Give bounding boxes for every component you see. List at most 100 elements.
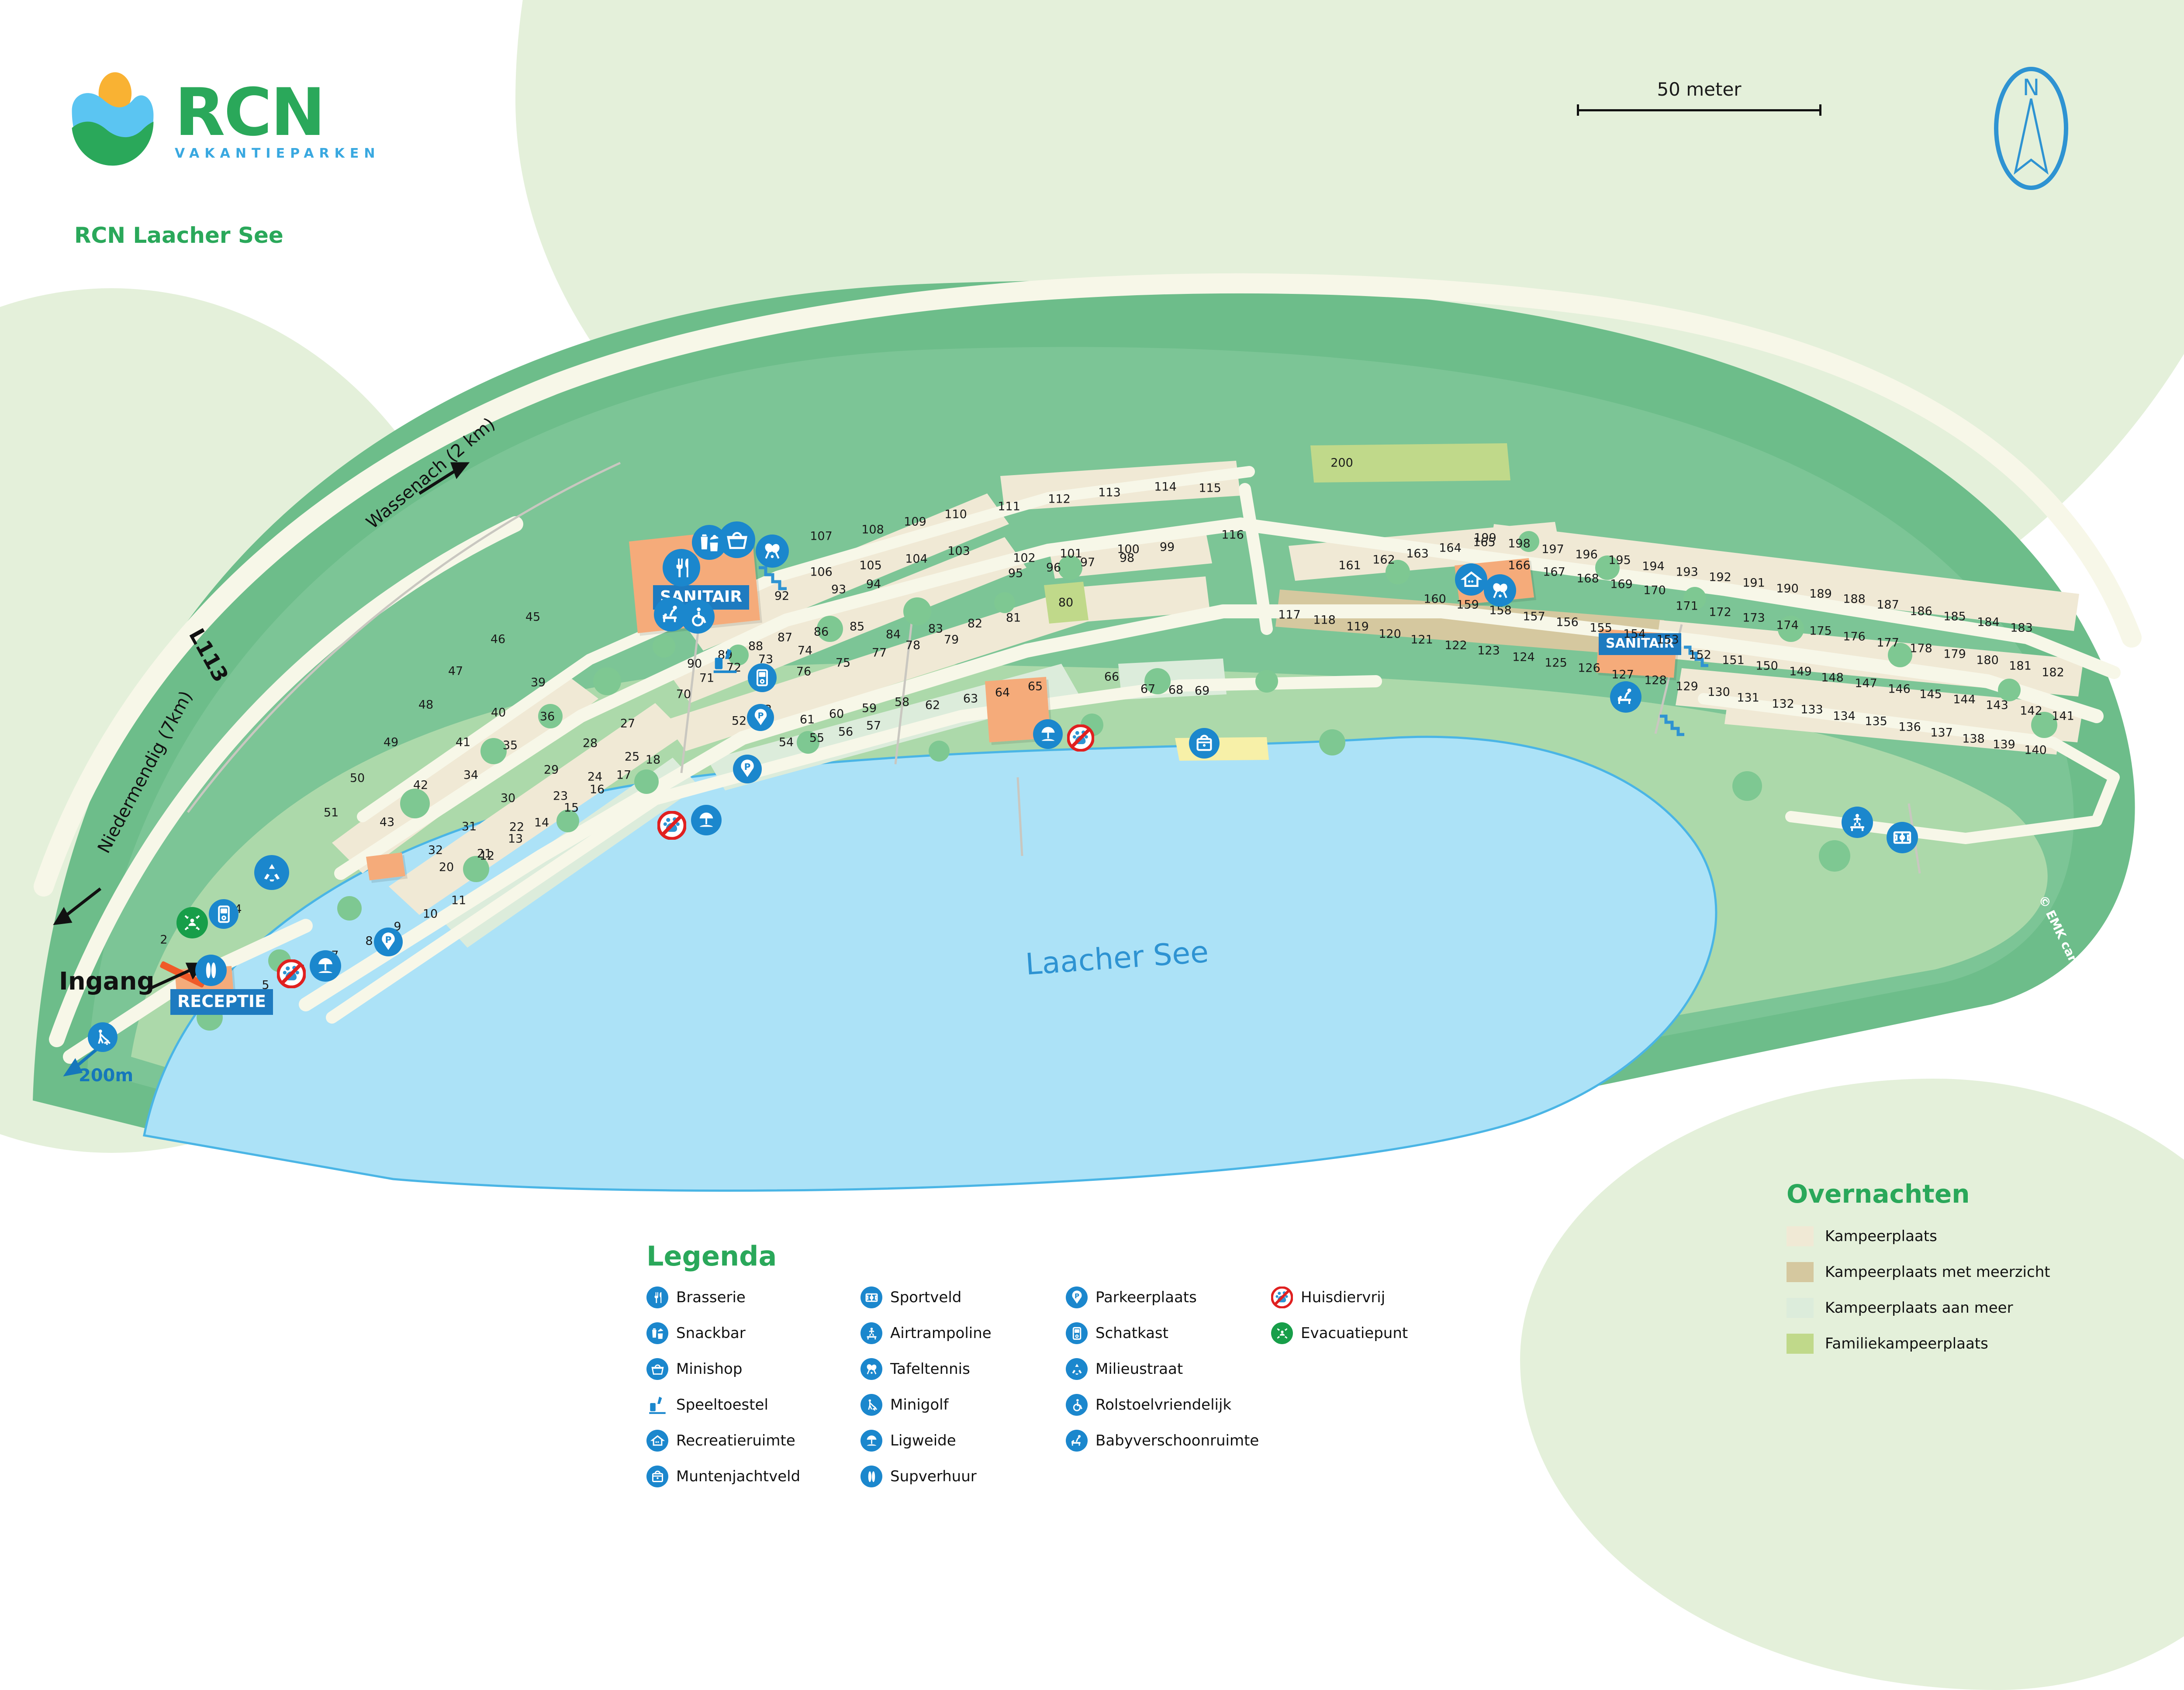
pitch-number[interactable]: 67	[1140, 682, 1156, 696]
pitch-number[interactable]: 108	[861, 523, 884, 537]
pitch-number[interactable]: 112	[1048, 492, 1071, 506]
pitch-number[interactable]: 151	[1722, 653, 1745, 667]
pitch-number[interactable]: 16	[589, 783, 605, 797]
pitch-number[interactable]: 113	[1098, 486, 1121, 500]
pitch-number[interactable]: 70	[676, 687, 691, 701]
pitch-number[interactable]: 46	[490, 632, 506, 646]
pitch-number[interactable]: 74	[797, 644, 813, 658]
pitch-number[interactable]: 185	[1943, 610, 1966, 624]
reception-marker[interactable]: RECEPTIE	[170, 989, 273, 1015]
pitch-number[interactable]: 161	[1338, 559, 1361, 573]
pitch-number[interactable]: 118	[1313, 613, 1336, 627]
pitch-number[interactable]: 31	[461, 820, 477, 834]
pitch-number[interactable]: 32	[428, 843, 443, 857]
pitch-number[interactable]: 131	[1737, 691, 1759, 705]
pitch-number[interactable]: 186	[1910, 604, 1932, 618]
pitch-number[interactable]: 162	[1372, 553, 1395, 567]
pitch-number[interactable]: 143	[1986, 698, 2008, 712]
pitch-number[interactable]: 88	[748, 639, 764, 653]
pitch-number[interactable]: 39	[530, 676, 546, 690]
pitch-number[interactable]: 2	[160, 933, 168, 947]
pitch-number[interactable]: 165	[1473, 535, 1496, 549]
pitch-number[interactable]: 28	[582, 736, 598, 750]
pitch-number[interactable]: 86	[813, 625, 829, 639]
parkeerplaats-icon[interactable]: P	[747, 704, 774, 731]
pitch-number[interactable]: 87	[777, 631, 793, 645]
pitch-number[interactable]: 197	[1541, 542, 1564, 556]
pitch-number[interactable]: 66	[1104, 670, 1120, 684]
pitch-number[interactable]: 152	[1689, 648, 1711, 662]
rolstoelvriendelijk-icon[interactable]	[681, 600, 715, 634]
pitch-number[interactable]: 109	[904, 515, 926, 529]
pitch-number[interactable]: 168	[1576, 572, 1599, 586]
pitch-number[interactable]: 179	[1943, 647, 1966, 661]
pitch-number[interactable]: 121	[1410, 633, 1433, 647]
minishop-icon[interactable]	[719, 521, 755, 558]
pitch-number[interactable]: 14	[534, 816, 549, 830]
pitch-number[interactable]: 135	[1865, 714, 1887, 728]
pitch-number[interactable]: 172	[1709, 605, 1731, 619]
pitch-number[interactable]: 178	[1910, 642, 1932, 655]
pitch-number[interactable]: 63	[963, 692, 978, 706]
pitch-number[interactable]: 193	[1676, 565, 1698, 579]
pitch-number[interactable]: 148	[1821, 671, 1844, 685]
pitch-number[interactable]: 99	[1159, 540, 1175, 554]
recreatieruimte-icon[interactable]	[1455, 563, 1487, 596]
pitch-number[interactable]: 11	[451, 893, 467, 907]
pitch-number[interactable]: 101	[1060, 547, 1082, 561]
pitch-number[interactable]: 36	[539, 710, 555, 724]
pitch-number[interactable]: 127	[1611, 668, 1634, 682]
pitch-number[interactable]: 137	[1930, 726, 1953, 740]
pitch-number[interactable]: 125	[1545, 656, 1567, 670]
pitch-number[interactable]: 35	[502, 738, 518, 752]
pitch-number[interactable]: 65	[1027, 679, 1043, 693]
tafeltennis-icon[interactable]	[756, 535, 789, 568]
pitch-number[interactable]: 175	[1809, 624, 1832, 638]
pitch-number[interactable]: 47	[448, 664, 463, 678]
pitch-number[interactable]: 69	[1194, 684, 1210, 698]
pitch-number[interactable]: 15	[563, 801, 579, 815]
pitch-number[interactable]: 180	[1976, 653, 1999, 667]
pitch-number[interactable]: 136	[1898, 720, 1921, 734]
pitch-number[interactable]: 24	[587, 770, 603, 784]
pitch-number[interactable]: 12	[479, 849, 495, 863]
pitch-number[interactable]: 84	[885, 628, 901, 642]
pitch-number[interactable]: 182	[2042, 666, 2064, 679]
pitch-number[interactable]: 163	[1406, 547, 1429, 561]
pitch-number[interactable]: 64	[995, 686, 1010, 700]
pitch-number[interactable]: 117	[1278, 608, 1301, 622]
pitch-number[interactable]: 155	[1590, 621, 1612, 635]
pitch-number[interactable]: 159	[1456, 598, 1479, 612]
pitch-number[interactable]: 145	[1919, 687, 1942, 701]
pitch-number[interactable]: 195	[1608, 553, 1631, 567]
huisdiervrij-icon[interactable]	[277, 959, 306, 988]
pitch-number[interactable]: 105	[859, 559, 882, 573]
evacuatiepunt-icon[interactable]	[176, 907, 208, 938]
pitch-number[interactable]: 140	[2024, 743, 2047, 757]
pitch-number[interactable]: 94	[866, 577, 881, 591]
ligweide-icon[interactable]	[1033, 719, 1063, 749]
pitch-number[interactable]: 156	[1556, 615, 1579, 629]
pitch-number[interactable]: 82	[967, 617, 983, 631]
pitch-number[interactable]: 149	[1789, 665, 1812, 679]
pitch-number[interactable]: 122	[1444, 638, 1467, 652]
pitch-number[interactable]: 78	[905, 638, 921, 652]
pitch-number[interactable]: 150	[1755, 659, 1778, 673]
pitch-number[interactable]: 189	[1809, 587, 1832, 601]
pitch-number[interactable]: 190	[1776, 582, 1799, 596]
pitch-number[interactable]: 196	[1575, 548, 1598, 562]
airtrampoline-icon[interactable]	[1842, 807, 1873, 838]
pitch-number[interactable]: 174	[1776, 618, 1799, 632]
pitch-number[interactable]: 43	[379, 815, 395, 829]
pitch-number[interactable]: 97	[1080, 555, 1095, 569]
pitch-number[interactable]: 17	[616, 768, 632, 782]
pitch-number[interactable]: 5	[262, 978, 270, 992]
pitch-number[interactable]: 75	[835, 656, 851, 670]
pitch-number[interactable]: 160	[1424, 592, 1446, 606]
pitch-number[interactable]: 198	[1508, 537, 1531, 551]
pitch-number[interactable]: 61	[799, 713, 815, 727]
pitch-number[interactable]: 62	[925, 698, 940, 712]
pitch-number[interactable]: 199	[1474, 531, 1496, 545]
pitch-number[interactable]: 134	[1833, 709, 1856, 723]
pitch-number[interactable]: 58	[894, 695, 910, 709]
